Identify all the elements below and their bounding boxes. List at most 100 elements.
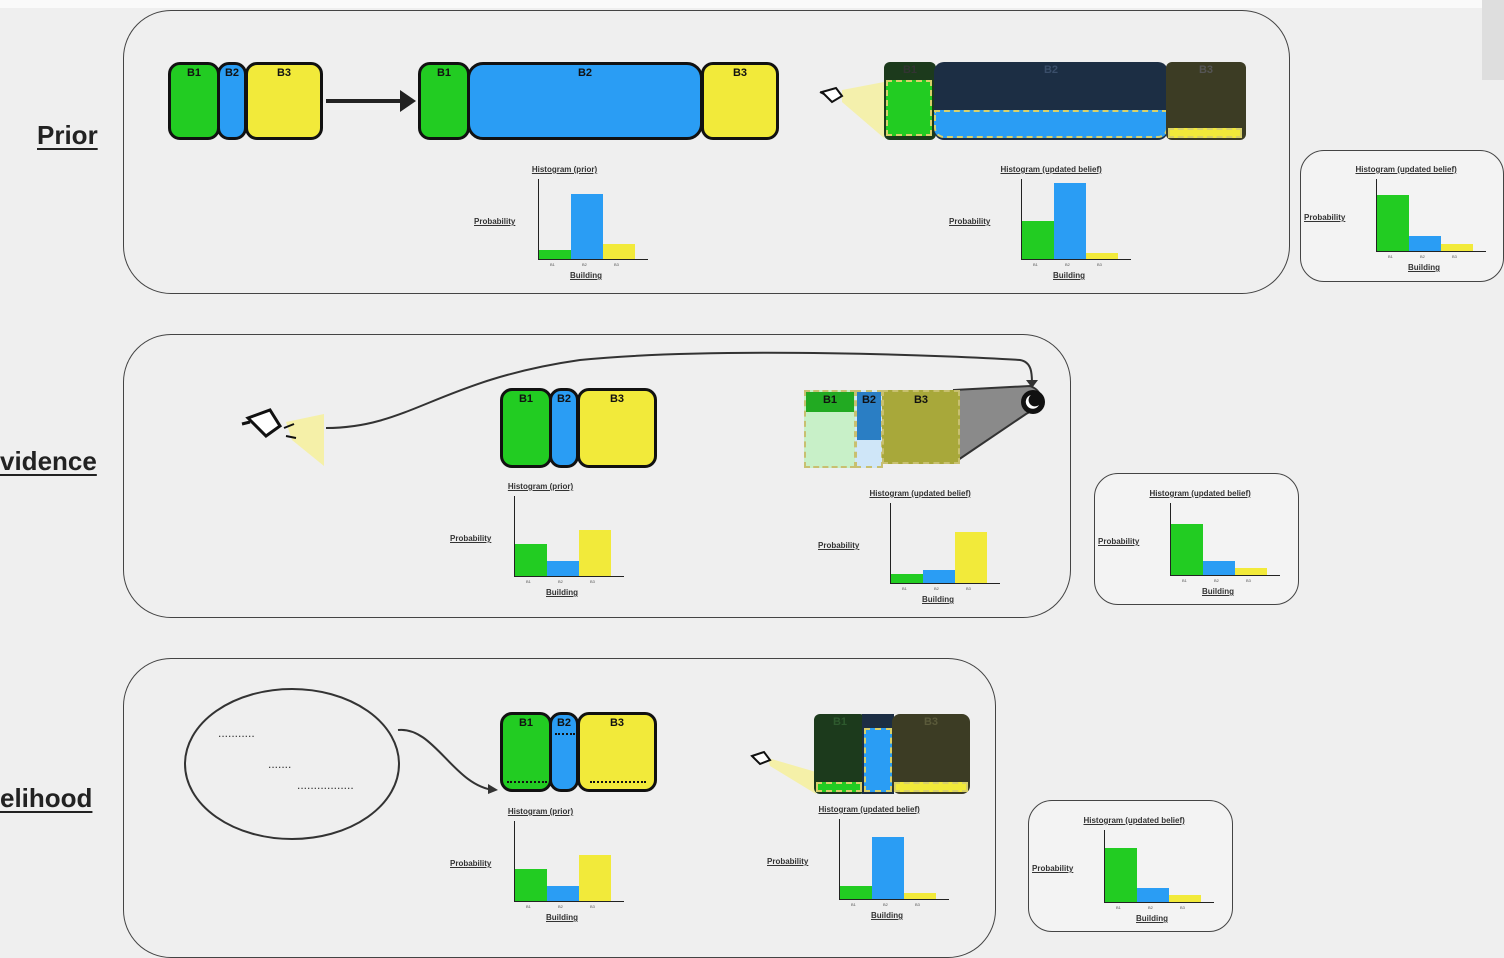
histogram-bar-b2	[571, 194, 603, 259]
histogram-bar-b1	[539, 250, 571, 259]
scrollbar[interactable]	[1482, 0, 1504, 80]
histogram-title: Histogram (updated belief)	[1000, 165, 1102, 174]
building-b2: B2	[217, 62, 247, 140]
dark-building-b2: B2	[934, 62, 1168, 140]
histogram-tick-label: B1	[851, 902, 856, 907]
histogram-ylabel: Probability	[767, 857, 809, 866]
building-b2: B2	[549, 712, 579, 792]
histogram-tick-label: B3	[1246, 578, 1251, 583]
histogram-tick-label: B3	[1097, 262, 1102, 267]
building-label: B1	[518, 717, 534, 729]
lit-region	[816, 782, 862, 792]
connector-curve	[325, 351, 1038, 429]
histogram-x-axis	[1104, 902, 1214, 903]
histogram-bar-b2	[923, 570, 955, 583]
row-label-prior: Prior	[37, 120, 98, 150]
histogram-title: Histogram (updated belief)	[869, 489, 971, 498]
building-label: B3	[609, 717, 625, 729]
building-label: B2	[556, 717, 572, 729]
histogram-tick-label: B2	[1214, 578, 1219, 583]
histogram-tick-label: B3	[590, 904, 595, 909]
histogram-xlabel: Building	[570, 271, 602, 280]
dark-building-b1: B1	[884, 62, 936, 140]
histogram-bar-b3	[1441, 244, 1473, 251]
building-b1: B1	[500, 712, 552, 792]
flashlight-icon	[819, 82, 884, 138]
building-label: B2	[861, 394, 877, 406]
histogram-y-axis	[514, 821, 515, 901]
histogram-tick-label: B1	[902, 586, 907, 591]
lit-region	[886, 80, 932, 136]
histogram-bar-b1	[515, 869, 547, 901]
histogram-bar-b2	[547, 886, 579, 901]
histogram-bar-b3	[1235, 568, 1267, 575]
histogram-x-axis	[538, 259, 648, 260]
histogram-y-axis	[1170, 503, 1171, 575]
thought-text-line: ...........	[218, 726, 255, 740]
row-label-likelihood: elihood	[0, 783, 93, 813]
dark-building-b2	[862, 714, 894, 794]
lit-region	[894, 782, 968, 792]
building-b2: B2	[467, 62, 703, 140]
histogram-xlabel: Building	[546, 913, 578, 922]
histogram-xlabel: Building	[922, 595, 954, 604]
histogram-xlabel: Building	[1136, 914, 1168, 923]
histogram-ylabel: Probability	[1032, 864, 1074, 873]
histogram-tick-label: B2	[558, 579, 563, 584]
building-b3: B3	[577, 388, 657, 468]
histogram-xlabel: Building	[1202, 587, 1234, 596]
faded-building-b1: B1	[804, 390, 856, 468]
histogram-x-axis	[839, 899, 949, 900]
histogram-tick-label: B1	[1033, 262, 1038, 267]
faded-building-b3: B3	[882, 390, 960, 464]
histogram-bar-b2	[1203, 561, 1235, 575]
histogram-title: Histogram (updated belief)	[818, 805, 920, 814]
building-label: B1	[436, 67, 452, 79]
histogram-ylabel: Probability	[1304, 213, 1346, 222]
histogram-xlabel: Building	[871, 911, 903, 920]
flashlight-icon	[241, 408, 324, 466]
dotted-floor	[590, 781, 646, 783]
lit-region	[806, 392, 854, 412]
histogram-x-axis	[514, 576, 624, 577]
faded-building-b2: B2	[855, 390, 883, 468]
histogram-ylabel: Probability	[1098, 537, 1140, 546]
histogram-tick-label: B2	[558, 904, 563, 909]
histogram-bar-b1	[1377, 195, 1409, 251]
histogram-bar-b1	[1022, 221, 1054, 259]
histogram-tick-label: B1	[526, 904, 531, 909]
histogram-x-axis	[1376, 251, 1486, 252]
histogram-title: Histogram (prior)	[507, 482, 574, 491]
histogram-bar-b1	[891, 574, 923, 583]
histogram-title: Histogram (updated belief)	[1149, 489, 1251, 498]
histogram-xlabel: Building	[1053, 271, 1085, 280]
building-b3: B3	[245, 62, 323, 140]
histogram-ylabel: Probability	[949, 217, 991, 226]
building-label: B2	[556, 393, 572, 405]
building-b2: B2	[549, 388, 579, 468]
histogram-tick-label: B2	[1148, 905, 1153, 910]
histogram-bar-b3	[904, 893, 936, 899]
building-b3: B3	[701, 62, 779, 140]
flashlight-icon	[750, 750, 816, 794]
histogram-y-axis	[1021, 179, 1022, 259]
histogram-y-axis	[514, 496, 515, 576]
histogram-tick-label: B2	[1065, 262, 1070, 267]
building-b1: B1	[168, 62, 220, 140]
histogram-tick-label: B3	[1452, 254, 1457, 259]
histogram-tick-label: B2	[1420, 254, 1425, 259]
building-label: B3	[913, 394, 929, 406]
building-label: B3	[276, 67, 292, 79]
histogram-bar-b1	[1105, 848, 1137, 902]
histogram-ylabel: Probability	[818, 541, 860, 550]
dark-building-b3: B3	[1166, 62, 1246, 140]
histogram-tick-label: B3	[614, 262, 619, 267]
histogram-bar-b3	[1169, 895, 1201, 902]
